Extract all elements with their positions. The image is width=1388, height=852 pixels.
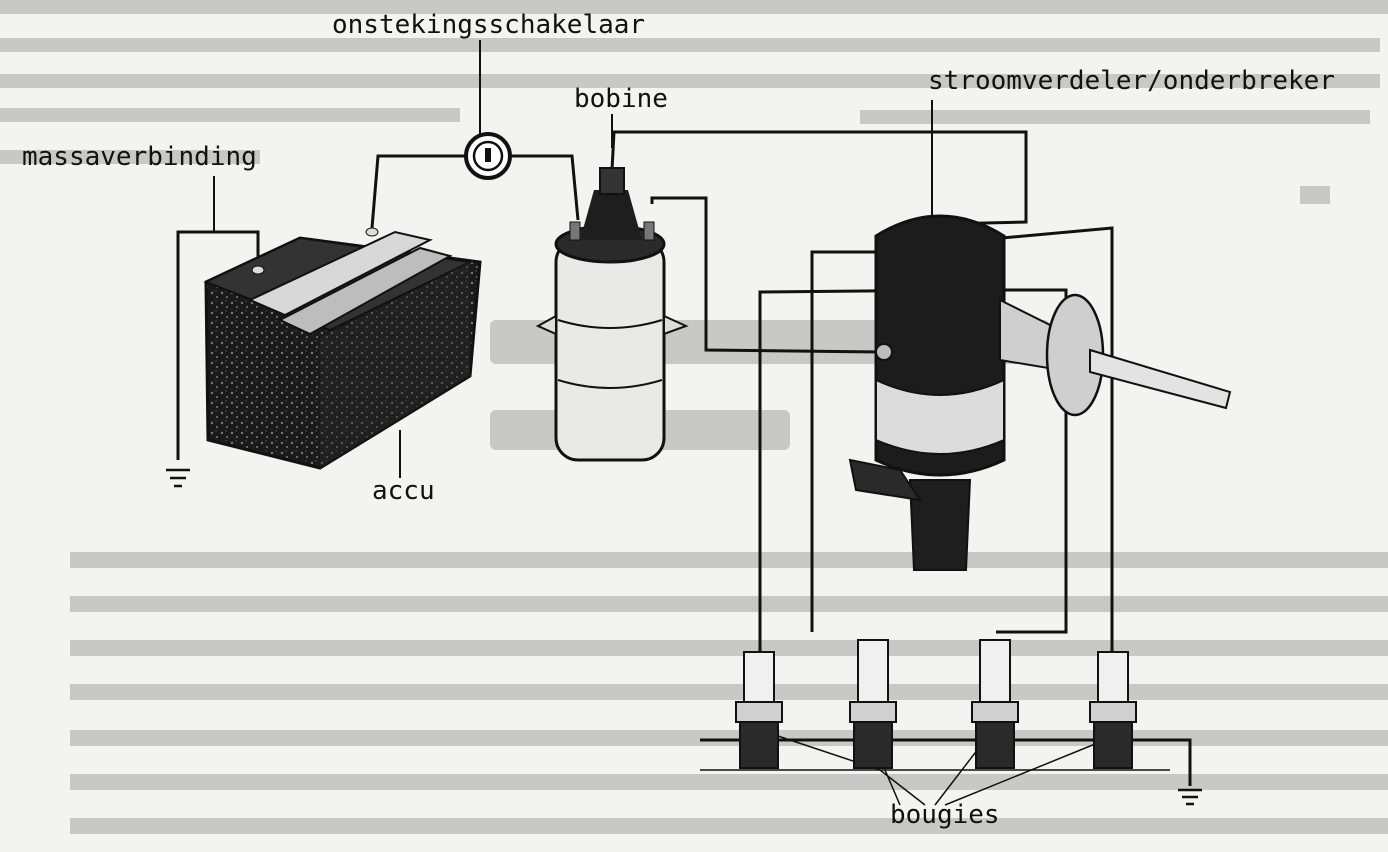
spark-plug-2 [849, 639, 897, 769]
label-distributor: stroomverdeler/onderbreker [928, 66, 1335, 96]
label-ignition-switch: onstekingsschakelaar [332, 10, 646, 40]
distributor-icon [848, 214, 1232, 571]
ht-lead [610, 130, 1028, 226]
spark-plug-1 [735, 651, 783, 769]
ground-symbol-left [166, 468, 190, 488]
battery-switch-wire [370, 154, 466, 229]
leader-bougies [774, 734, 1106, 806]
ignition-switch-icon [464, 132, 512, 180]
ground-symbol-right [1178, 788, 1202, 806]
plug-lead-3 [976, 288, 1068, 634]
plug-lead-4 [979, 226, 1114, 652]
spark-plug-icons [735, 639, 1137, 769]
label-spark-plugs: bougies [890, 800, 1000, 830]
label-ground: massaverbinding [22, 142, 257, 172]
coil-distributor-wire [650, 196, 881, 354]
switch-coil-wire [512, 154, 580, 221]
ground-wire [176, 230, 260, 460]
spark-plug-4 [1089, 651, 1137, 769]
ignition-coil-icon [535, 167, 689, 462]
battery-icon [203, 227, 482, 470]
label-battery: accu [372, 476, 435, 506]
spark-plug-3 [971, 639, 1019, 769]
label-coil: bobine [574, 84, 668, 114]
